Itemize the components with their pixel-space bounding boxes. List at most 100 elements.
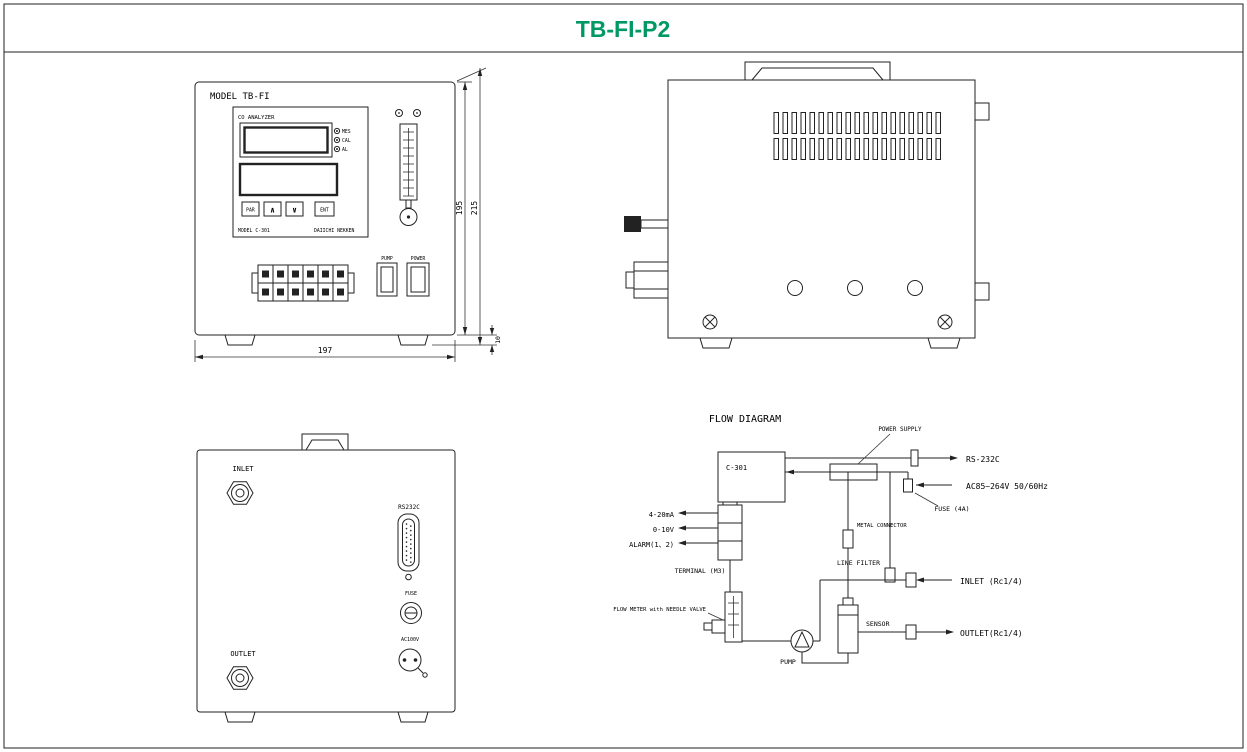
inlet-arrow-icon bbox=[916, 577, 924, 583]
pump-label: PUMP bbox=[780, 658, 796, 666]
rs232c-label: RS232C bbox=[398, 504, 420, 511]
svg-text:MES: MES bbox=[342, 129, 351, 135]
panel-model-number: MODEL C-301 bbox=[238, 228, 270, 234]
power-supply-leader bbox=[857, 433, 891, 465]
c301-label: C-301 bbox=[726, 464, 747, 472]
line-filter-label: LINE FILTER bbox=[837, 559, 880, 567]
up-button[interactable] bbox=[263, 201, 282, 217]
terminal-symbol bbox=[717, 504, 743, 561]
fuse-leader bbox=[914, 492, 939, 507]
fuse-holder[interactable]: FUSE bbox=[400, 591, 422, 624]
svg-text:215: 215 bbox=[470, 201, 479, 216]
ground-tab bbox=[417, 667, 424, 674]
line-filter-symbol bbox=[884, 567, 896, 583]
ac-inlet: AC100V bbox=[398, 637, 428, 678]
needle-valve-symbol bbox=[703, 619, 726, 634]
front-flow-meter bbox=[399, 123, 418, 226]
ent-button-label: ENT bbox=[320, 208, 329, 214]
power-switch-label: POWER bbox=[411, 256, 426, 262]
dimension-width: 197 bbox=[194, 340, 456, 362]
outlet-fitting-symbol bbox=[905, 624, 917, 640]
inlet-port: INLET bbox=[226, 465, 254, 505]
metal-connector-symbol bbox=[842, 529, 854, 549]
rs232c-connector-symbol bbox=[910, 449, 919, 467]
pilot-holes bbox=[395, 109, 421, 117]
dimension-heights: 195 215 10 bbox=[432, 67, 502, 355]
ent-button[interactable] bbox=[314, 201, 335, 217]
needle-valve-knob[interactable] bbox=[399, 208, 418, 226]
side-view bbox=[624, 61, 990, 349]
power-supply-symbol bbox=[829, 463, 878, 481]
pump-switch[interactable]: PUMP bbox=[376, 256, 398, 297]
voltage-output-label: 0-10V bbox=[653, 526, 675, 534]
outlet-arrow-icon bbox=[946, 629, 954, 635]
rs232c-port-label: RS-232C bbox=[966, 455, 1000, 464]
rs232c-port[interactable]: RS232C bbox=[397, 504, 420, 581]
side-knob[interactable] bbox=[624, 216, 669, 232]
svg-text:10: 10 bbox=[494, 336, 502, 344]
indicator-al: AL bbox=[333, 145, 348, 153]
outlet-label: OUTLET bbox=[230, 650, 256, 658]
sensor-label: SENSOR bbox=[866, 620, 890, 628]
power-arrow-icon bbox=[786, 469, 794, 475]
secondary-display bbox=[238, 162, 339, 197]
par-button-label: PAR bbox=[246, 208, 255, 214]
rs232c-arrow-icon bbox=[950, 455, 958, 461]
flow-meter-label: FLOW METER with NEEDLE VALVE bbox=[613, 607, 706, 613]
fuse-symbol bbox=[903, 478, 913, 493]
front-foot-left bbox=[224, 334, 256, 346]
sheet-border bbox=[3, 3, 1244, 749]
rear-fuse-label: FUSE bbox=[405, 591, 417, 597]
svg-text:195: 195 bbox=[455, 201, 464, 216]
ac-label: AC100V bbox=[401, 637, 419, 643]
rear-foot-right bbox=[397, 711, 429, 723]
voltage-out-arrow-icon bbox=[678, 525, 686, 531]
pump-symbol bbox=[790, 629, 814, 653]
analyzer-label: CO ANALYZER bbox=[238, 115, 275, 121]
flow-diagram-title: FLOW DIAGRAM bbox=[709, 414, 781, 425]
front-view: MODEL TB-FI CO ANALYZER MES CAL AL PAR bbox=[194, 67, 502, 362]
inlet-fitting-symbol bbox=[905, 572, 917, 588]
inlet-hex-nut bbox=[226, 481, 254, 505]
side-foot-left bbox=[699, 337, 733, 349]
flow-meter-leader bbox=[707, 612, 724, 621]
side-enclosure bbox=[667, 79, 976, 339]
outlet-port-label: OUTLET(Rc1/4) bbox=[960, 629, 1023, 638]
side-tab-top bbox=[974, 102, 990, 121]
power-switch[interactable]: POWER bbox=[406, 256, 430, 297]
flow-diagram: FLOW DIAGRAM C-301 RS-232C POWER SUPPLY … bbox=[613, 414, 1048, 666]
side-foot-right bbox=[927, 337, 961, 349]
terminal-label: TERMINAL (M3) bbox=[675, 567, 726, 575]
inlet-label: INLET bbox=[232, 465, 254, 473]
rear-view: INLET OUTLET RS232C FUSE AC100V bbox=[196, 433, 456, 723]
display-window-inner bbox=[243, 126, 329, 154]
flow-meter-symbol bbox=[724, 591, 743, 643]
alarm-output-label: ALARM(1、2) bbox=[629, 541, 674, 549]
inlet-port-label: INLET (Rc1/4) bbox=[960, 577, 1023, 586]
svg-text:197: 197 bbox=[318, 346, 333, 355]
par-button[interactable] bbox=[241, 201, 260, 217]
screw-right bbox=[937, 314, 953, 330]
front-foot-right bbox=[397, 334, 429, 346]
output-signals: 4-20mA 0-10V ALARM(1、2) bbox=[629, 510, 718, 549]
outlet-hex-nut bbox=[226, 666, 254, 690]
terminal-block bbox=[251, 264, 355, 302]
power-supply-label: POWER SUPPLY bbox=[878, 426, 922, 433]
up-arrow-icon: ∧ bbox=[270, 206, 275, 215]
indicator-cal: CAL bbox=[333, 136, 351, 144]
panel-maker: DAIICHI NEKKEN bbox=[314, 228, 355, 234]
alarm-out-arrow-icon bbox=[678, 540, 686, 546]
down-button[interactable] bbox=[285, 201, 304, 217]
bottom-holes bbox=[787, 280, 923, 296]
rear-foot-left bbox=[224, 711, 256, 723]
analyzer-panel: CO ANALYZER MES CAL AL PAR ∧ bbox=[232, 106, 369, 238]
front-enclosure bbox=[194, 81, 456, 336]
carry-handle bbox=[744, 61, 891, 81]
rear-handle bbox=[301, 433, 349, 451]
pump-to-sensor-line bbox=[801, 652, 849, 664]
down-arrow-icon: ∨ bbox=[292, 206, 297, 215]
side-fitting bbox=[625, 261, 669, 299]
current-out-arrow-icon bbox=[678, 510, 686, 516]
